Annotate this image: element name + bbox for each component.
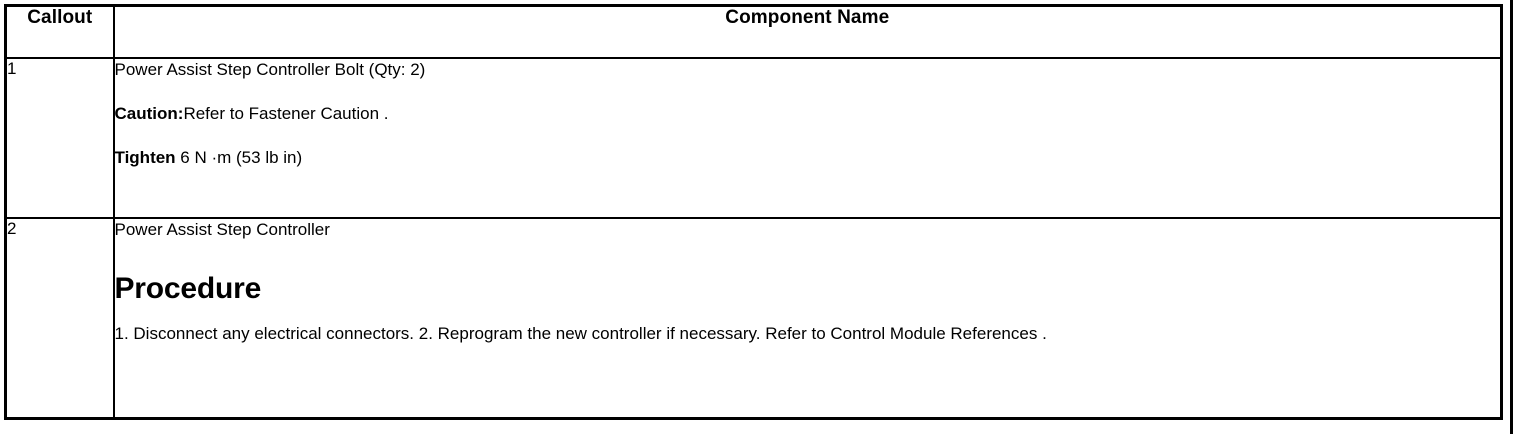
component-cell-1: Power Assist Step Controller Bolt (Qty: …: [112, 57, 1503, 219]
tighten-line: Tighten 6 N ·m (53 lb in): [115, 147, 1501, 169]
component-part-name: Power Assist Step Controller: [114, 220, 330, 239]
table-header-row: Callout Component Name: [4, 4, 1503, 59]
component-table: Callout Component Name 1 Power Assist St…: [4, 4, 1503, 420]
column-header-component-name: Component Name: [112, 4, 1503, 59]
component-cell-2: Power Assist Step Controller Procedure 1…: [112, 217, 1503, 420]
tighten-label: Tighten: [114, 148, 176, 168]
caution-line: Caution:Refer to Fastener Caution .: [115, 103, 1501, 125]
tighten-torque-value: 6 N ·m (53 lb in): [175, 148, 303, 168]
table-row: 2 Power Assist Step Controller Procedure…: [4, 217, 1503, 420]
procedure-steps-text: 1. Disconnect any electrical connectors.…: [114, 324, 1047, 344]
callout-number-1: 1: [4, 57, 115, 219]
page-edge-rule: [1510, 0, 1513, 434]
table-row: 1 Power Assist Step Controller Bolt (Qty…: [4, 57, 1503, 219]
caution-label: Caution:: [114, 104, 184, 124]
procedure-heading: Procedure: [114, 272, 262, 306]
callout-number-2: 2: [4, 217, 115, 420]
component-part-name: Power Assist Step Controller Bolt (Qty: …: [114, 60, 426, 79]
caution-text: Refer to Fastener Caution .: [183, 104, 389, 124]
column-header-callout: Callout: [4, 4, 115, 59]
